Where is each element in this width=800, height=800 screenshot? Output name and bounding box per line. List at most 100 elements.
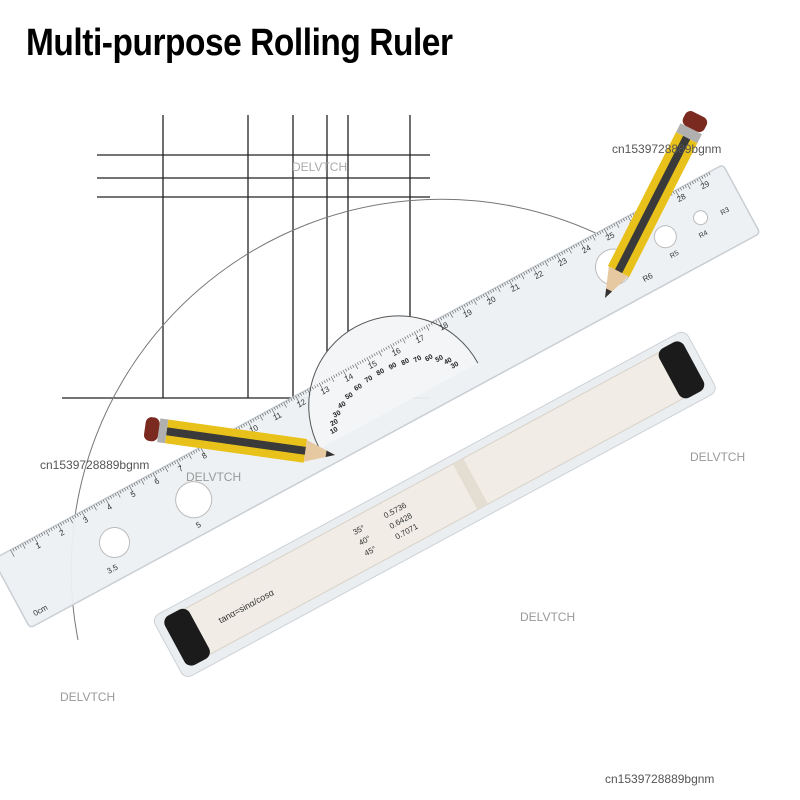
ruler-tick <box>356 362 359 366</box>
ruler-tick <box>190 452 193 456</box>
ruler-tick <box>259 414 263 421</box>
ruler-tick <box>518 274 521 278</box>
watermark-brand: DELVTCH <box>186 470 242 484</box>
ruler-tick <box>188 453 192 459</box>
ruler-tick <box>532 267 538 275</box>
ruler-number: 4 <box>105 502 114 512</box>
ruler-tick <box>41 533 44 536</box>
ruler-tick <box>295 395 300 403</box>
ruler-tick <box>466 303 469 307</box>
ruler-tick <box>520 273 525 280</box>
protractor-label: 40 <box>443 357 453 367</box>
ruler-tick <box>147 475 150 479</box>
ruler-tick <box>444 314 447 318</box>
ruler-tick <box>608 226 611 230</box>
protractor-label: 80 <box>376 368 386 378</box>
ruler-tick <box>698 177 704 185</box>
ruler-hole <box>175 481 213 519</box>
ruler-tick <box>43 531 46 535</box>
ruler-tick <box>451 310 454 314</box>
ruler-tick <box>385 346 388 350</box>
ruler-tick <box>50 527 53 531</box>
drawn-arc <box>70 198 611 641</box>
ruler-tick <box>568 247 572 254</box>
ruler-tick <box>140 479 145 485</box>
ruler-tick <box>447 313 450 317</box>
ruler-tick <box>67 518 70 522</box>
pencil <box>143 417 335 463</box>
ruler-tick <box>677 188 680 192</box>
ruler-tick <box>74 515 77 518</box>
ruler-tick <box>611 224 614 228</box>
ruler-tick <box>575 244 578 248</box>
ruler-tick <box>530 268 533 272</box>
ruler-tick <box>330 376 335 382</box>
ruler-tick <box>307 389 311 395</box>
ruler-tick <box>428 323 431 327</box>
ruler-hole <box>653 225 677 249</box>
roller-end-cap <box>658 341 705 399</box>
ruler-tick <box>684 185 687 188</box>
ruler-tick <box>703 174 706 178</box>
ruler-tick <box>706 173 709 177</box>
ruler-tick <box>475 298 478 301</box>
ruler-tick <box>589 236 592 240</box>
ruler-tick <box>269 409 272 413</box>
ruler-tick <box>349 366 352 370</box>
ruler-tick <box>159 468 162 472</box>
ruler-tick <box>126 486 129 490</box>
protractor-label: 40 <box>337 401 347 411</box>
ruler-tick <box>242 423 245 427</box>
ruler-tick <box>52 526 55 530</box>
ruler-tick <box>454 309 457 313</box>
ruler-number: 8 <box>200 451 209 461</box>
ruler-tick <box>468 301 471 305</box>
ruler-tick <box>124 488 127 492</box>
ruler-tick <box>171 462 174 466</box>
ruler-tick <box>316 384 319 387</box>
ruler-tick <box>504 282 507 286</box>
ruler-tick <box>399 339 402 343</box>
protractor-label: 60 <box>353 383 363 393</box>
ruler-tick <box>461 305 466 314</box>
ruler-tick <box>76 513 79 517</box>
ruler-tick <box>442 316 445 319</box>
ruler-tick <box>340 371 343 375</box>
ruler-tick <box>285 400 288 404</box>
ruler-tick <box>22 543 26 549</box>
ruler-tick <box>470 300 473 304</box>
watermark: cn1539728889bgnm <box>605 772 715 786</box>
ruler-tick <box>57 524 63 532</box>
protractor-label: 90 <box>388 362 398 372</box>
ruler-tick <box>622 218 625 222</box>
ruler-tick <box>131 484 134 488</box>
ruler-number: 6 <box>153 476 162 486</box>
hole-label: 5 <box>194 520 203 530</box>
protractor-label: 70 <box>413 355 423 365</box>
ruler-tick <box>618 220 621 224</box>
ruler-tick <box>138 480 141 484</box>
hole-label: R3 <box>720 207 731 217</box>
ruler-tick <box>309 387 312 391</box>
ruler-tick <box>682 186 685 190</box>
ruler-tick <box>516 276 519 280</box>
watermark-brand: DELVTCH <box>520 610 576 624</box>
ruler-tick <box>297 394 300 398</box>
ruler-tick <box>691 181 694 185</box>
ruler-tick <box>378 350 382 357</box>
watermark: cn1539728889bgnm <box>40 458 150 472</box>
ruler-tick <box>620 219 623 223</box>
ruler-tick <box>390 344 395 352</box>
ruler-tick <box>24 542 27 545</box>
ruler-tick <box>304 390 307 394</box>
watermark: cn1539728889bgnm <box>612 142 722 156</box>
ruler-number: 1 <box>34 540 43 550</box>
ruler-tick <box>81 511 86 519</box>
ruler-tick <box>387 345 390 349</box>
ruler-hole <box>693 210 709 226</box>
ruler-tick <box>373 353 376 357</box>
ruler-number: 5 <box>129 489 138 499</box>
ruler-tick <box>679 187 682 191</box>
ruler-tick <box>64 520 67 524</box>
